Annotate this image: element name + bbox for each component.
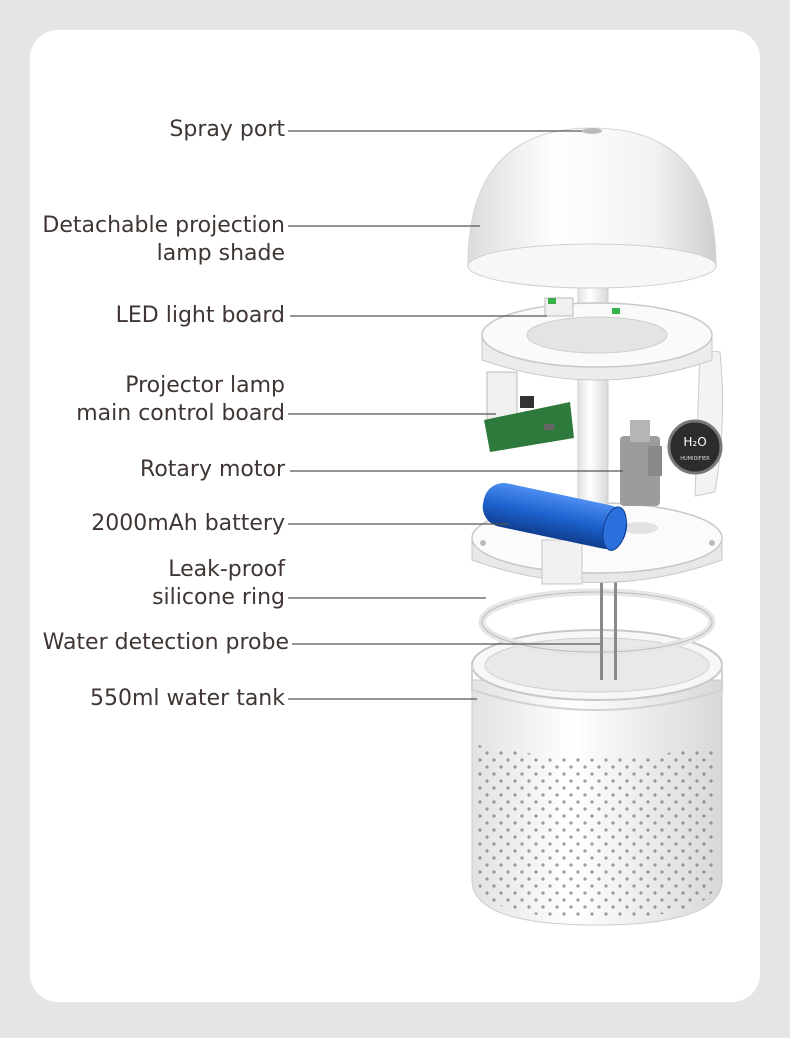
label-spray-port-text: Spray port [169, 117, 285, 142]
label-control-board: Projector lamp main control board [76, 372, 285, 428]
label-water-tank: 550ml water tank [90, 685, 285, 713]
label-water-tank-text: 550ml water tank [90, 686, 285, 711]
rotary-motor-shape [620, 420, 662, 506]
label-led-board: LED light board [116, 302, 285, 330]
battery-shape [482, 483, 628, 551]
spray-port-hole [582, 128, 602, 134]
label-rotary-motor-text: Rotary motor [140, 457, 285, 482]
label-spray-port: Spray port [169, 116, 285, 144]
label-battery: 2000mAh battery [91, 510, 285, 538]
water-tank-shape [471, 629, 723, 926]
label-lamp-shade: Detachable projection lamp shade [42, 212, 285, 268]
water-probe-shape [600, 560, 617, 680]
label-lamp-shade-line1: Detachable projection [42, 213, 285, 238]
label-silicone-ring-line1: Leak-proof [168, 557, 285, 582]
upper-ring-shape [481, 297, 713, 381]
label-water-probe-text: Water detection probe [42, 630, 289, 655]
label-control-board-line2: main control board [76, 401, 285, 426]
h2o-badge: H₂O HUMIDIFIER [667, 419, 723, 475]
label-control-board-line1: Projector lamp [125, 373, 285, 398]
label-silicone-ring: Leak-proof silicone ring [152, 556, 285, 612]
leader-lines [288, 130, 623, 700]
badge-subtext: HUMIDIFIER [680, 456, 710, 462]
badge-text: H₂O [683, 435, 706, 449]
label-led-board-text: LED light board [115, 303, 285, 328]
lamp-shade-shape [467, 127, 717, 289]
control-board-shape [484, 371, 574, 452]
label-water-probe: Water detection probe [43, 629, 289, 657]
label-lamp-shade-line2: lamp shade [156, 241, 285, 266]
label-rotary-motor: Rotary motor [140, 456, 285, 484]
label-silicone-ring-line2: silicone ring [152, 585, 285, 610]
label-battery-text: 2000mAh battery [91, 511, 285, 536]
